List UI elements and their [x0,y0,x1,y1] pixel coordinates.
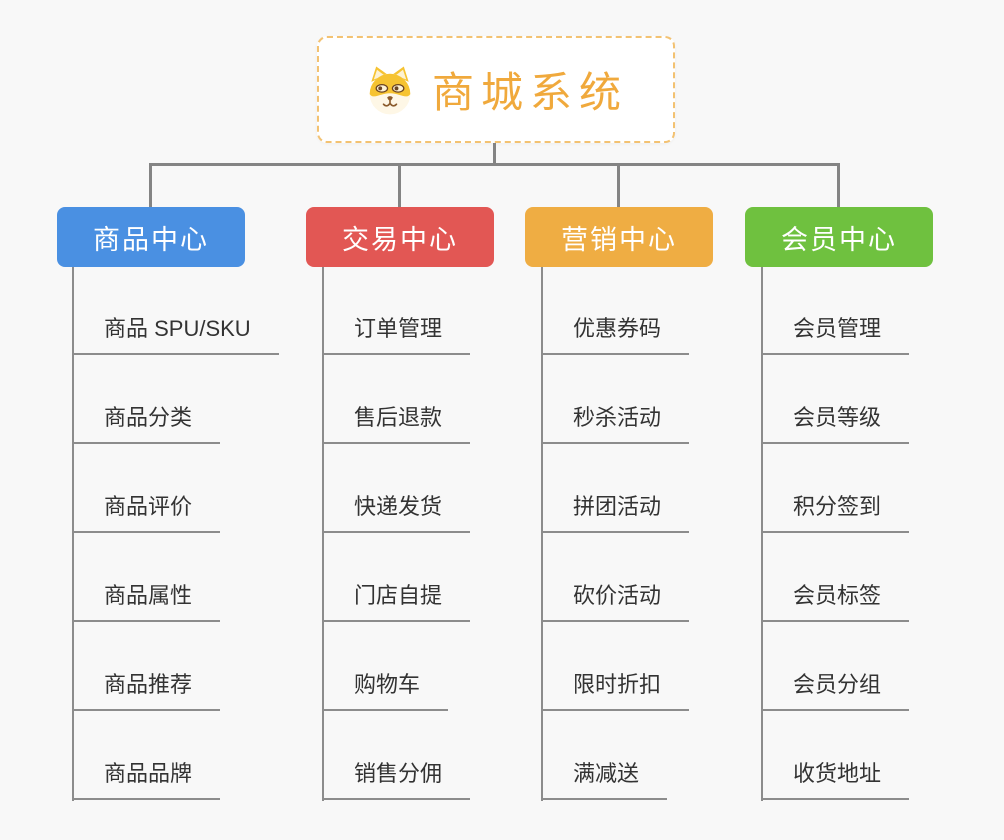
connector-drop-product [149,163,152,208]
leaf-node-product-review[interactable]: 商品评价 [72,493,221,533]
root-title: 商城系统 [431,69,628,116]
leaf-node-aftersale-refund[interactable]: 售后退款 [322,404,471,444]
branch-node-marketing-center[interactable]: 营销中心 [525,207,713,267]
leaf-node-product-spu-sku[interactable]: 商品 SPU/SKU [72,315,279,355]
leaf-node-shipping-address[interactable]: 收货地址 [761,760,910,800]
connector-drop-marketing [617,163,620,208]
connector-drop-member [837,163,840,208]
branch-node-member-center[interactable]: 会员中心 [745,207,933,267]
leaf-node-member-tag[interactable]: 会员标签 [761,582,910,622]
connector-horizontal-bus [150,163,840,166]
leaf-node-member-level[interactable]: 会员等级 [761,404,910,444]
leaf-node-spend-and-save[interactable]: 满减送 [541,760,668,800]
leaf-node-group-buy[interactable]: 拼团活动 [541,493,690,533]
leaf-node-product-recommend[interactable]: 商品推荐 [72,671,221,711]
leaf-node-store-pickup[interactable]: 门店自提 [322,582,471,622]
root-node-mall-system[interactable]: 商城系统 [317,36,675,143]
leaf-node-product-brand[interactable]: 商品品牌 [72,760,221,800]
leaf-node-express-delivery[interactable]: 快递发货 [322,493,471,533]
shiba-dog-icon [369,65,411,114]
leaf-node-shopping-cart[interactable]: 购物车 [322,671,449,711]
leaf-node-points-checkin[interactable]: 积分签到 [761,493,910,533]
branch-node-product-center[interactable]: 商品中心 [57,207,245,267]
leaf-node-member-group[interactable]: 会员分组 [761,671,910,711]
leaf-node-product-category[interactable]: 商品分类 [72,404,221,444]
connector-drop-trade [398,163,401,208]
branch-node-trade-center[interactable]: 交易中心 [306,207,494,267]
leaf-node-flash-sale[interactable]: 秒杀活动 [541,404,690,444]
connector-root-trunk [493,143,496,165]
connector-trunk-trade [322,267,324,801]
leaf-node-member-management[interactable]: 会员管理 [761,315,910,355]
connector-trunk-member [761,267,763,801]
connector-trunk-product [72,267,74,801]
leaf-node-order-management[interactable]: 订单管理 [322,315,471,355]
leaf-node-bargain-activity[interactable]: 砍价活动 [541,582,690,622]
leaf-node-sales-commission[interactable]: 销售分佣 [322,760,471,800]
leaf-node-product-attribute[interactable]: 商品属性 [72,582,221,622]
connector-trunk-marketing [541,267,543,801]
leaf-node-limited-time-discount[interactable]: 限时折扣 [541,671,690,711]
leaf-node-coupon-code[interactable]: 优惠券码 [541,315,690,355]
